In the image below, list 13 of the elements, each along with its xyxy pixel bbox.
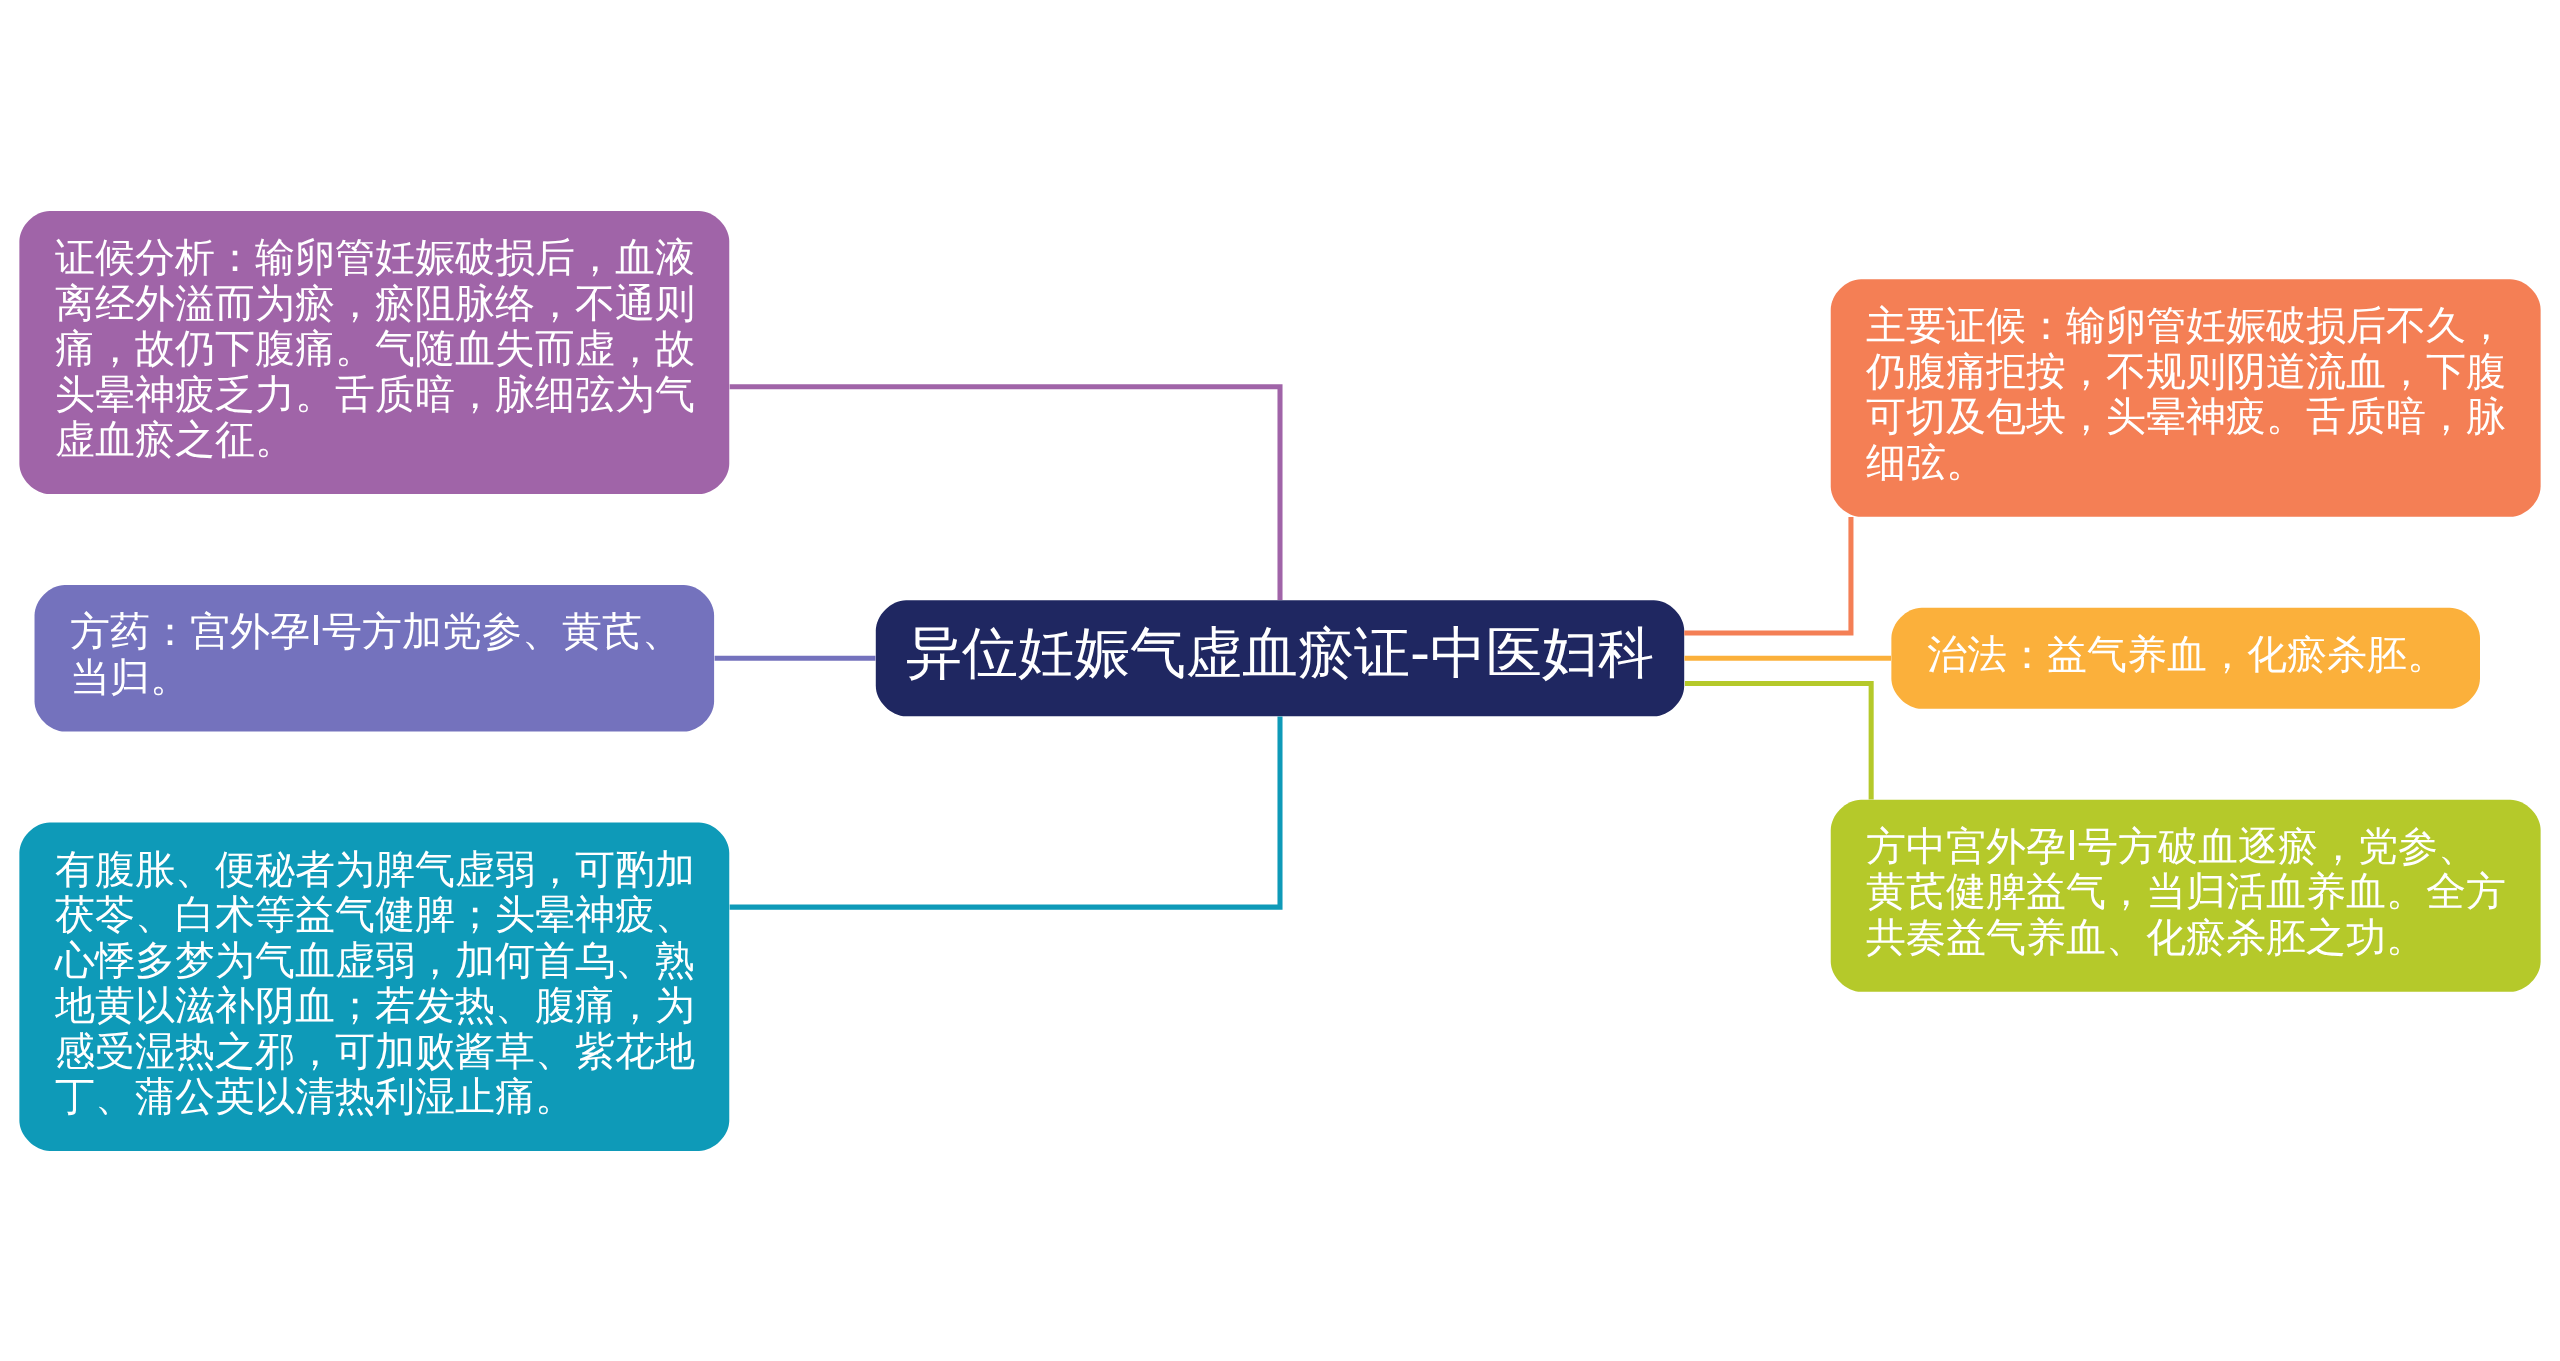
connector [714, 655, 876, 661]
connector [1684, 680, 1874, 800]
connector [729, 716, 1283, 910]
node-box: 证候分析：输卵管妊娠破损后，血液离经外溢而为瘀，瘀阻脉络，不通则痛，故仍下腹痛。气随血失而虚，故头晕神疲乏力。舌质暗，脉细弦为气虚血瘀之征。 [19, 210, 730, 494]
node-box: 治法：益气养血，化瘀杀胚。 [1891, 607, 2480, 709]
node-box: 主要证候：输卵管妊娠破损后不久，仍腹痛拒按，不规则阴道流血，下腹可切及包块，头晕神疲。舌质暗，脉细弦。 [1830, 278, 2541, 517]
connector [1684, 655, 1892, 661]
connector [729, 383, 1283, 600]
node-box: 方中宫外孕Ⅰ号方破血逐瘀，党参、黄芪健脾益气，当归活血养血。全方共奏益气养血、化瘀杀胚之功。 [1830, 799, 2541, 992]
node-box: 异位妊娠气虚血瘀证-中医妇科 [875, 599, 1685, 716]
connector [1684, 516, 1854, 636]
node-box: 有腹胀、便秘者为脾气虚弱，可酌加茯苓、白术等益气健脾；头晕神疲、心悸多梦为气血虚弱，加何首乌、熟地黄以滋补阴血；若发热、腹痛，为感受湿热之邪，可加败酱草、紫花地丁、蒲公英以清热利湿止痛。 [19, 821, 730, 1151]
node-box: 方药：宫外孕Ⅰ号方加党参、黄芪、当归。 [34, 584, 715, 732]
